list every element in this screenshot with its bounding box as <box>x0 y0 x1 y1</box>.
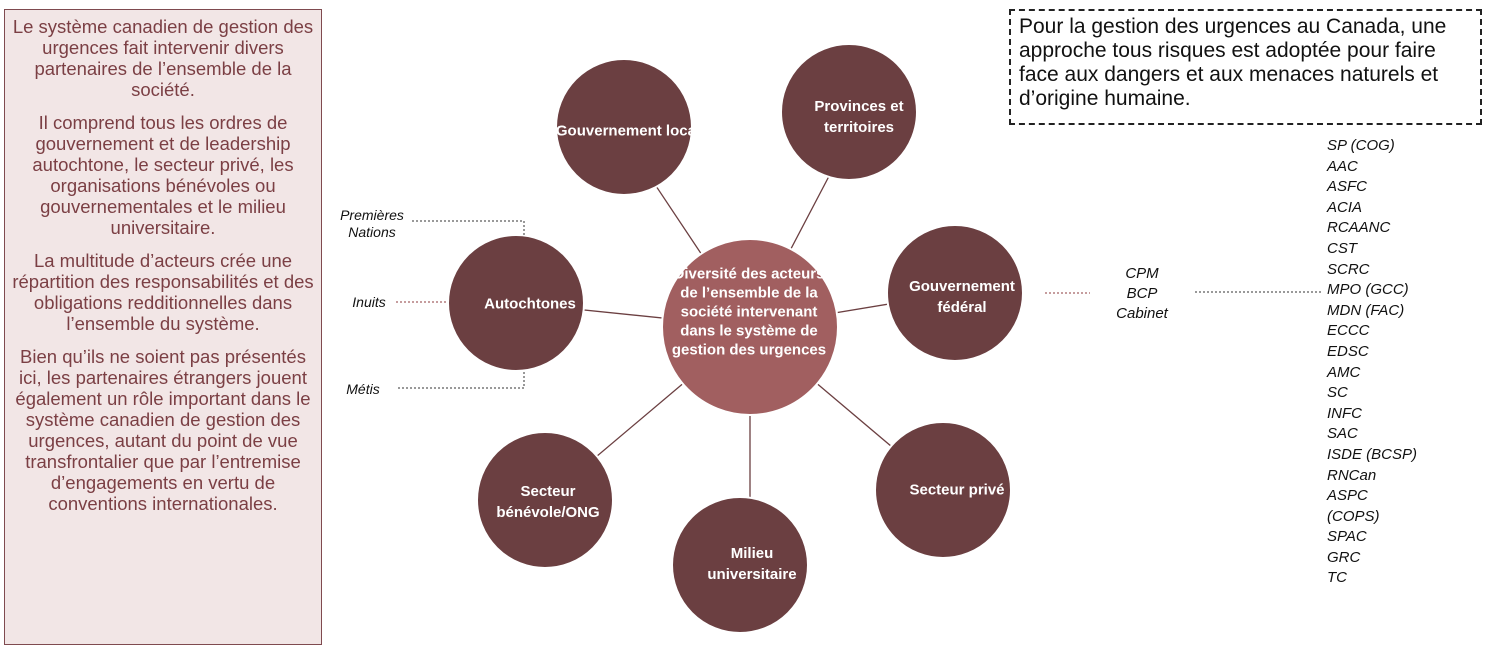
connector-premieres-nations <box>412 220 525 236</box>
label-federal: Gouvernement fédéral <box>909 278 1015 316</box>
department-item: TC <box>1327 569 1347 587</box>
label-universitaire: Milieu universitaire <box>707 545 797 583</box>
department-item: GRC <box>1327 548 1361 566</box>
department-item: MDN (FAC) <box>1327 301 1405 319</box>
node-federal <box>886 224 1024 362</box>
label-autochtones: Autochtones <box>484 295 576 313</box>
node-autochtones <box>447 234 585 372</box>
label-inuits: Inuits <box>352 294 386 310</box>
department-item: RNCan <box>1327 466 1377 484</box>
label-center: Diversité des acteurs de l’ensemble de l… <box>671 265 827 359</box>
node-benevole <box>476 431 614 569</box>
node-gouvernement-local <box>555 58 693 196</box>
department-item: AAC <box>1327 157 1358 175</box>
label-gouvernement-local: Gouvernement local <box>555 122 701 140</box>
description-paragraph-4: Bien qu’ils ne soient pas présentés ici,… <box>15 346 311 514</box>
department-item: ASPC <box>1327 487 1368 505</box>
department-item: EDSC <box>1327 342 1369 360</box>
department-item: AMC <box>1327 363 1361 381</box>
department-item: SCRC <box>1327 260 1370 278</box>
department-item: ECCC <box>1327 322 1370 340</box>
department-item: CST <box>1327 239 1357 257</box>
node-provinces <box>780 43 918 181</box>
description-panel: Le système canadien de gestion des urgen… <box>4 9 322 645</box>
central-agencies-list: CPM BCP Cabinet <box>1110 264 1174 324</box>
department-item: SAC <box>1327 425 1358 443</box>
node-prive <box>874 421 1012 559</box>
label-prive: Secteur privé <box>909 481 1005 499</box>
department-item: SPAC <box>1327 528 1367 546</box>
label-provinces: Provinces et territoires <box>814 98 904 136</box>
description-paragraph-1: Le système canadien de gestion des urgen… <box>12 16 314 100</box>
description-paragraph-3: La multitude d’acteurs crée une répartit… <box>12 250 314 334</box>
agency-item: BCP <box>1126 285 1158 302</box>
label-premieres-nations: Premières Nations <box>340 207 404 240</box>
department-item: SC <box>1327 384 1348 402</box>
department-item: RCAANC <box>1327 219 1391 237</box>
department-item: ISDE (BCSP) <box>1327 445 1418 463</box>
center-node <box>661 238 839 416</box>
department-item: (COPS) <box>1327 507 1380 525</box>
department-item: ASFC <box>1327 178 1368 196</box>
agency-item: Cabinet <box>1116 305 1168 322</box>
department-item: MPO (GCC) <box>1327 281 1409 299</box>
label-metis: Métis <box>346 381 380 397</box>
connector-metis <box>398 372 525 389</box>
all-hazards-note: Pour la gestion des urgences au Canada, … <box>1009 9 1482 125</box>
departments-list: SP (COG) AAC ASFC ACIA RCAANC CST SCRC M… <box>1327 136 1417 589</box>
department-item: INFC <box>1327 404 1362 422</box>
description-paragraph-2: Il comprend tous les ordres de gouvernem… <box>32 112 294 238</box>
agency-item: CPM <box>1125 265 1159 282</box>
node-universitaire <box>671 496 809 634</box>
department-item: SP (COG) <box>1327 137 1395 154</box>
department-item: ACIA <box>1327 198 1363 216</box>
label-benevole: Secteur bénévole/ONG <box>496 483 600 521</box>
